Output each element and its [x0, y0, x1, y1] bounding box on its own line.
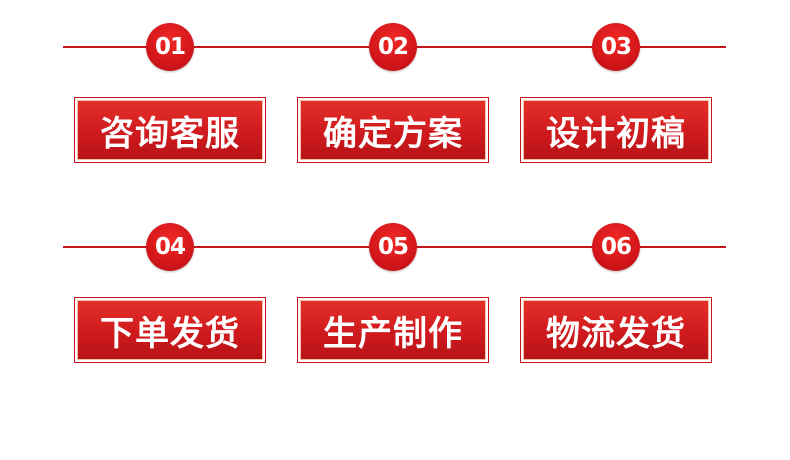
step-number-badge: 05 — [369, 223, 417, 271]
step-number-badge: 02 — [369, 23, 417, 71]
step-card: 咨询客服 — [74, 97, 266, 163]
step-number-badge: 06 — [592, 223, 640, 271]
process-step-4: 04 下单发货 — [74, 200, 266, 370]
step-card: 确定方案 — [297, 97, 489, 163]
step-number-badge: 03 — [592, 23, 640, 71]
step-card: 物流发货 — [520, 297, 712, 363]
step-label: 下单发货 — [100, 313, 240, 354]
process-step-3: 03 设计初稿 — [520, 0, 712, 170]
step-label: 确定方案 — [323, 113, 463, 154]
step-label: 生产制作 — [323, 313, 463, 354]
process-row-2: 04 下单发货 05 生产制作 06 物流发货 — [0, 200, 790, 370]
step-label: 设计初稿 — [546, 113, 686, 154]
step-label: 物流发货 — [546, 313, 686, 354]
step-label: 咨询客服 — [100, 113, 240, 154]
process-step-1: 01 咨询客服 — [74, 0, 266, 170]
step-number-badge: 04 — [146, 223, 194, 271]
process-step-2: 02 确定方案 — [297, 0, 489, 170]
process-step-6: 06 物流发货 — [520, 200, 712, 370]
process-step-5: 05 生产制作 — [297, 200, 489, 370]
process-row-1: 01 咨询客服 02 确定方案 03 设计初稿 — [0, 0, 790, 170]
step-number-badge: 01 — [146, 23, 194, 71]
step-card: 生产制作 — [297, 297, 489, 363]
step-card: 下单发货 — [74, 297, 266, 363]
step-card: 设计初稿 — [520, 97, 712, 163]
